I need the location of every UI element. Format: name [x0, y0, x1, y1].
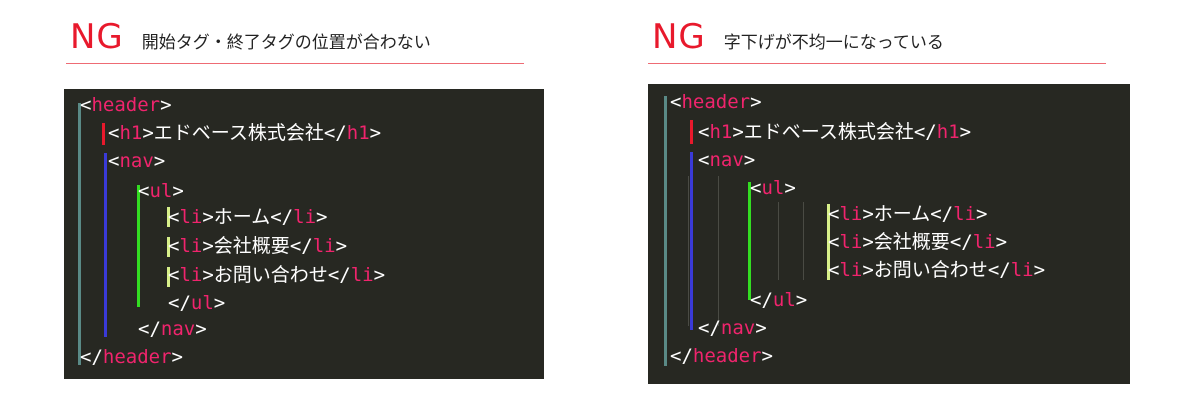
code-line-li: <li>ホーム</li> — [168, 206, 328, 228]
code-text: エドベース株式会社 — [153, 122, 324, 144]
tag-name: h1 — [709, 121, 733, 143]
code-line-nav-open: <nav> — [108, 150, 166, 172]
tag-name: li — [839, 259, 863, 281]
li-indent-guide — [167, 207, 170, 227]
whitespace-guide — [803, 202, 804, 280]
tag-name: li — [293, 206, 317, 228]
tag-name: li — [312, 235, 336, 257]
tag-name: li — [179, 206, 203, 228]
li-indent-guide — [827, 204, 830, 280]
ng-label: NG — [70, 17, 124, 57]
tag-name: nav — [709, 149, 744, 171]
whitespace-guide — [718, 176, 719, 326]
code-line-nav-close: </nav> — [138, 318, 207, 340]
tag-name: li — [839, 203, 863, 225]
tag-name: li — [972, 231, 996, 253]
tag-name: li — [953, 203, 977, 225]
code-line-header-open: <header> — [670, 91, 762, 113]
ng-label: NG — [652, 17, 706, 57]
ul-indent-guide — [137, 185, 140, 307]
whitespace-guide — [688, 176, 689, 326]
code-text: ホーム — [873, 203, 931, 225]
title-underline — [66, 63, 524, 64]
code-text: お問い合わせ — [213, 264, 328, 286]
code-line-li: <li>お問い合わせ</li> — [168, 264, 386, 286]
tag-name: ul — [772, 289, 796, 311]
code-line-li: <li>ホーム</li> — [828, 203, 988, 225]
code-text: お問い合わせ — [873, 259, 988, 281]
tag-name: h1 — [119, 122, 143, 144]
header-indent-guide — [78, 103, 81, 365]
tag-name: ul — [149, 180, 173, 202]
tag-name: ul — [761, 177, 785, 199]
tag-name: li — [839, 231, 863, 253]
code-text: ホーム — [213, 206, 271, 228]
li-indent-guide — [167, 267, 170, 287]
tag-name: h1 — [936, 121, 960, 143]
code-line-ul-open: <ul> — [138, 180, 184, 202]
code-line-ul-close: </ul> — [168, 292, 226, 314]
code-line-li: <li>お問い合わせ</li> — [828, 259, 1046, 281]
code-line-ul-open: <ul> — [750, 177, 796, 199]
h1-indent-guide — [690, 120, 693, 144]
code-editor: <header> <h1>エドベース株式会社</h1> <nav> <ul> <… — [648, 84, 1130, 384]
code-line-ul-close: </ul> — [750, 289, 808, 311]
code-line-h1: <h1>エドベース株式会社</h1> — [698, 121, 972, 143]
tag-name: nav — [119, 150, 154, 172]
right-panel-title: NG 字下げが不均一になっている — [652, 20, 944, 54]
tag-name: li — [179, 235, 203, 257]
h1-indent-guide — [102, 123, 105, 145]
tag-name: header — [692, 345, 762, 367]
panel-description: 開始タグ・終了タグの位置が合わない — [141, 33, 431, 53]
tag-name: nav — [720, 317, 756, 339]
code-text: 会社概要 — [873, 231, 950, 253]
code-text: 会社概要 — [213, 235, 290, 257]
code-text: エドベース株式会社 — [743, 121, 914, 143]
tag-name: li — [350, 264, 374, 286]
tag-name: ul — [190, 292, 214, 314]
tag-name: header — [102, 346, 172, 368]
tag-name: nav — [160, 318, 196, 340]
panel-description: 字下げが不均一になっている — [723, 33, 944, 53]
nav-indent-guide — [690, 152, 693, 330]
code-line-h1: <h1>エドベース株式会社</h1> — [108, 122, 382, 144]
code-line-li: <li>会社概要</li> — [828, 231, 1008, 253]
header-indent-guide — [664, 96, 667, 366]
whitespace-guide — [778, 202, 779, 280]
tag-name: li — [1010, 259, 1034, 281]
ul-indent-guide — [748, 182, 751, 300]
code-line-nav-open: <nav> — [698, 149, 756, 171]
code-line-header-close: </header> — [80, 346, 183, 368]
tag-name: header — [91, 94, 161, 116]
title-underline — [648, 63, 1106, 64]
nav-indent-guide — [104, 153, 107, 337]
code-line-li: <li>会社概要</li> — [168, 235, 348, 257]
code-line-header-close: </header> — [670, 345, 773, 367]
left-panel-title: NG 開始タグ・終了タグの位置が合わない — [70, 20, 431, 54]
li-indent-guide — [167, 237, 170, 257]
code-line-header-open: <header> — [80, 94, 172, 116]
code-line-nav-close: </nav> — [698, 317, 767, 339]
tag-name: li — [179, 264, 203, 286]
code-editor: <header> <h1>エドベース株式会社</h1> <nav> <ul> <… — [64, 89, 544, 379]
tag-name: header — [681, 91, 751, 113]
tag-name: h1 — [346, 122, 370, 144]
